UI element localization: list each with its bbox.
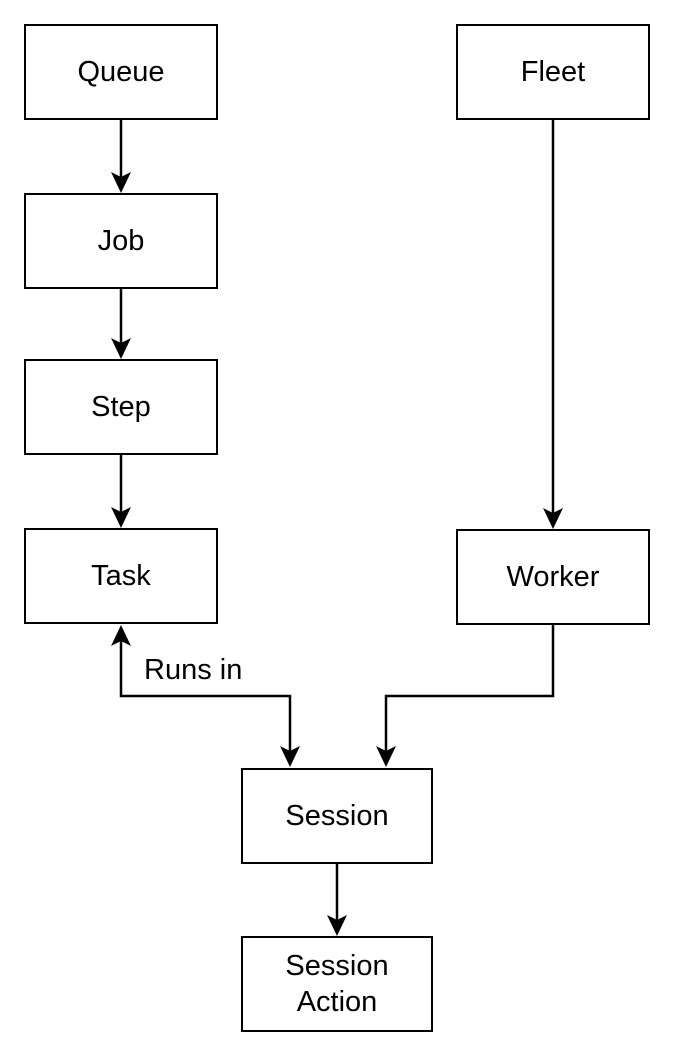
edge-session-task xyxy=(119,641,292,752)
arrowhead-down-job xyxy=(111,172,131,193)
node-worker: Worker xyxy=(456,529,650,625)
node-queue: Queue xyxy=(24,24,218,120)
arrowhead-down-step xyxy=(111,338,131,359)
node-session-label: Session xyxy=(285,799,389,832)
node-session-action-label: Session Action xyxy=(285,949,389,1018)
arrowhead-up-task xyxy=(111,625,131,646)
node-job-label: Job xyxy=(97,224,145,257)
node-worker-label: Worker xyxy=(506,560,600,593)
arrowhead-down-session-action xyxy=(327,915,347,936)
node-job: Job xyxy=(24,193,218,289)
node-task-label: Task xyxy=(91,559,151,592)
node-task: Task xyxy=(24,528,218,624)
node-fleet-label: Fleet xyxy=(520,55,586,88)
node-session-action: Session Action xyxy=(241,936,433,1032)
edge-label-runs-in: Runs in xyxy=(144,654,243,686)
node-step-label: Step xyxy=(91,390,151,423)
node-queue-label: Queue xyxy=(77,55,165,88)
arrowhead-down-worker xyxy=(543,508,563,529)
edge-worker-session xyxy=(384,625,555,752)
arrowhead-down-session-left xyxy=(280,746,300,767)
arrowhead-down-task xyxy=(111,507,131,528)
node-fleet: Fleet xyxy=(456,24,650,120)
node-step: Step xyxy=(24,359,218,455)
node-session: Session xyxy=(241,768,433,864)
arrowhead-down-session-right xyxy=(376,746,396,767)
